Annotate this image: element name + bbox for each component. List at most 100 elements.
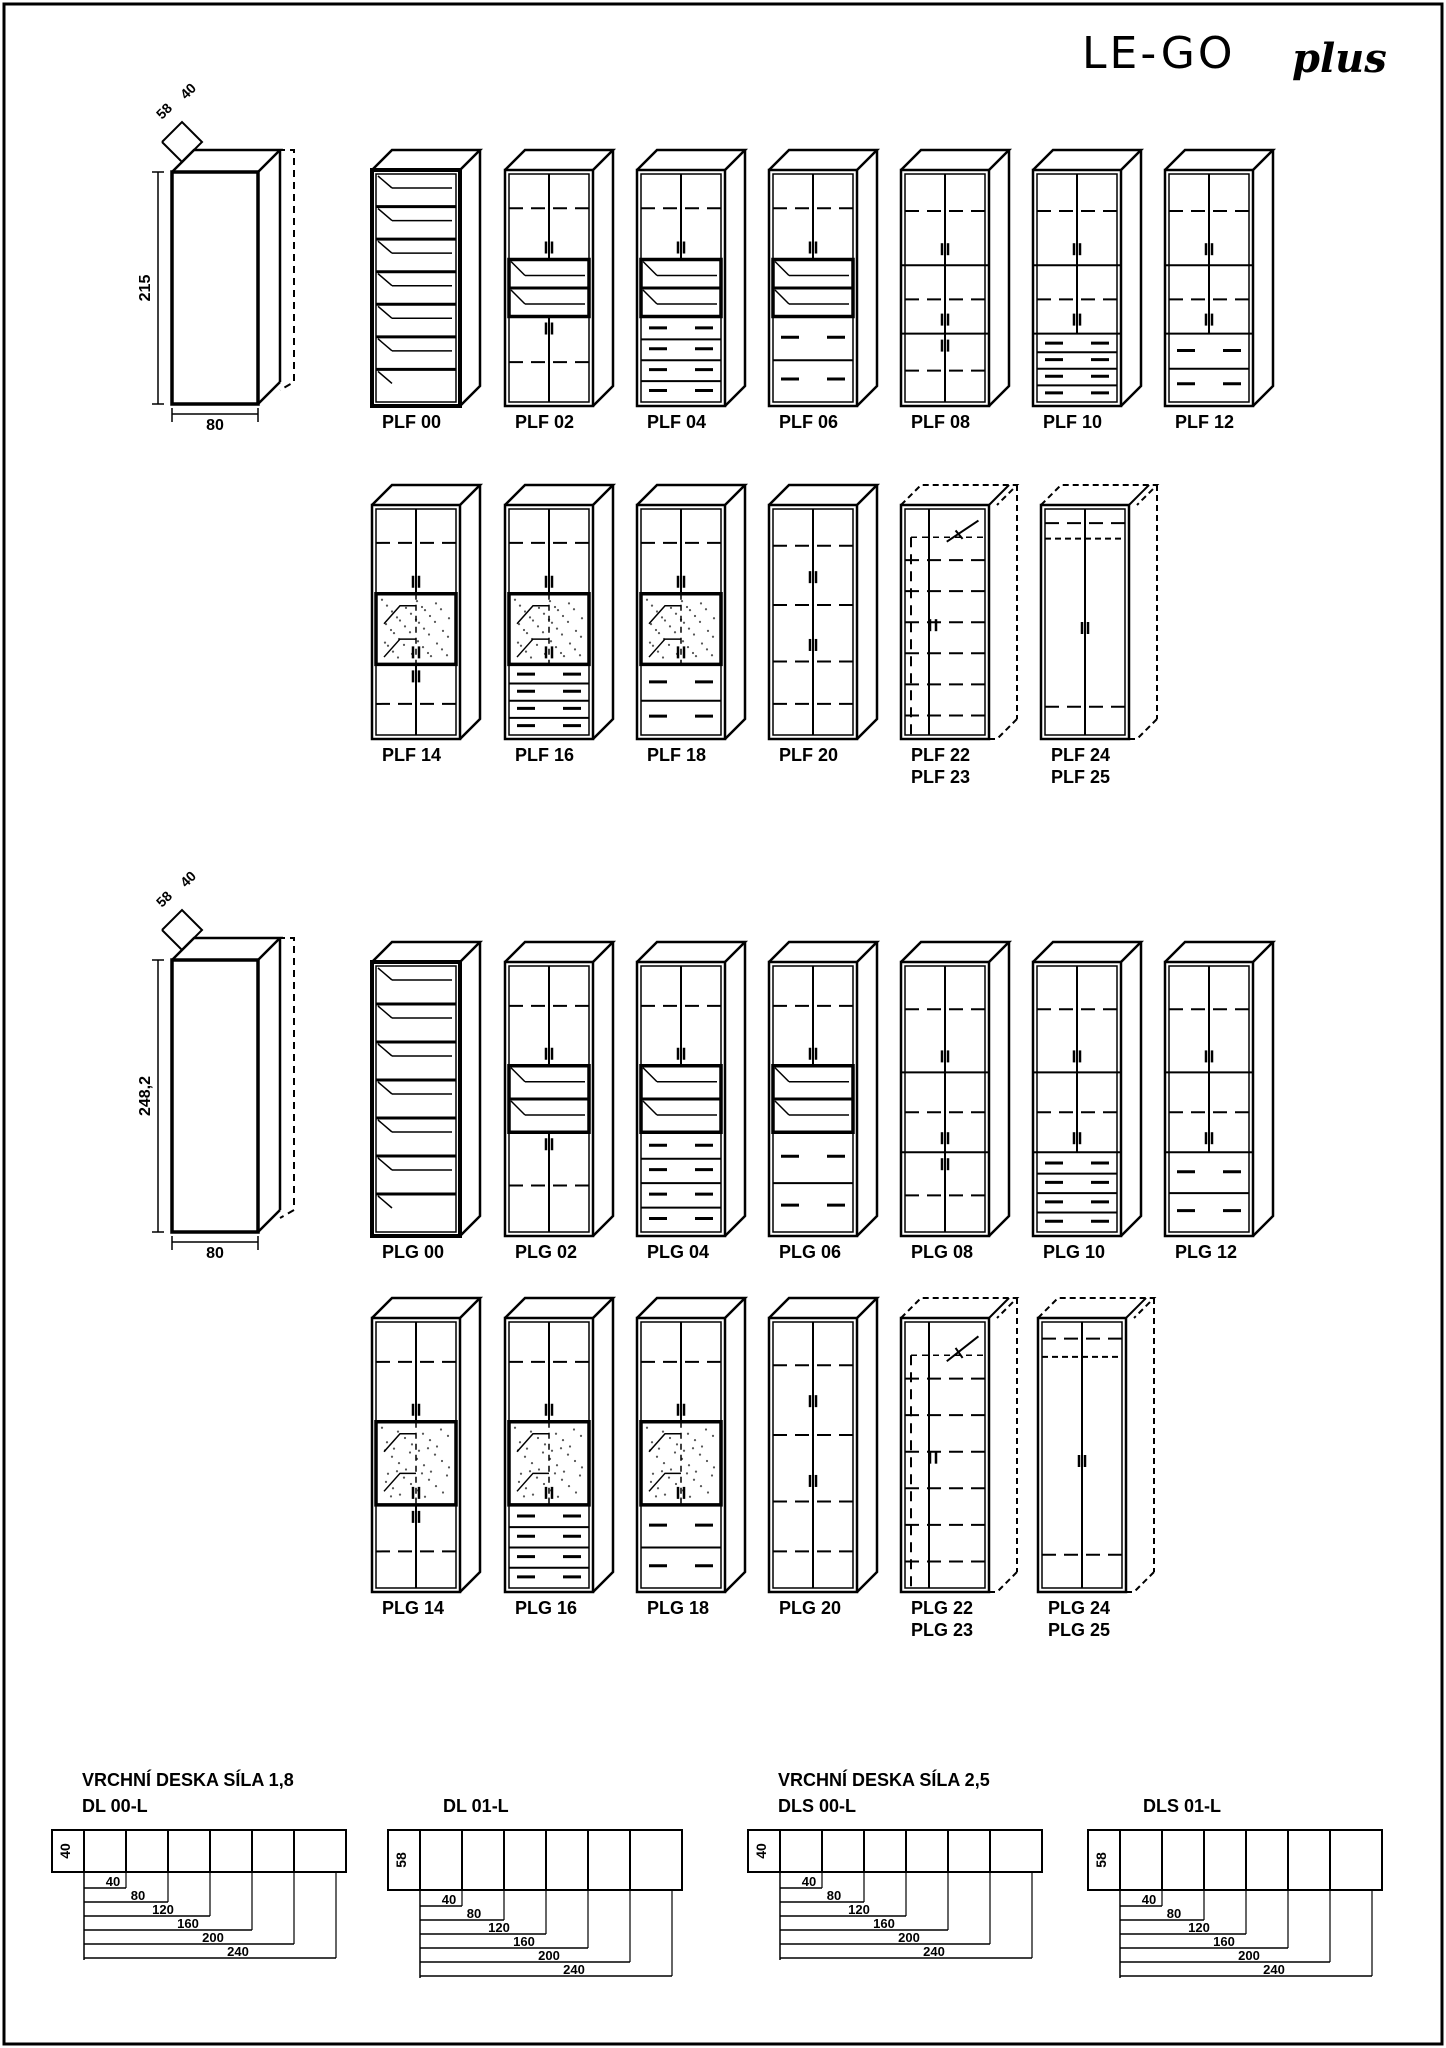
cabinet-front	[1036, 1316, 1128, 1594]
depth-value: 40	[177, 80, 199, 102]
glass-texture	[420, 1472, 424, 1475]
glass-texture	[654, 1495, 658, 1498]
glass-texture	[645, 598, 649, 601]
glass-texture	[655, 610, 659, 613]
glass-texture	[404, 606, 408, 609]
cabinet-plf-14: PLF 14	[370, 483, 484, 765]
cabinet-plg-14: PLG 14	[370, 1296, 484, 1618]
cabinet-front	[635, 168, 727, 408]
glass-texture	[429, 655, 433, 658]
glass-texture	[417, 1449, 421, 1452]
board-width-value: 200	[898, 1930, 920, 1945]
board-code: DL 00-L	[82, 1796, 148, 1816]
glass-texture	[550, 621, 554, 624]
model-code: PLF 12	[1175, 412, 1234, 432]
glass-texture	[667, 643, 671, 646]
glass-texture	[408, 1451, 412, 1454]
board-outline	[779, 1829, 1043, 1873]
board-width-value: 200	[202, 1930, 224, 1945]
inner-edge	[510, 1067, 526, 1083]
cabinet-plf-04: PLF 04	[635, 148, 749, 432]
glass-texture	[380, 1426, 384, 1429]
glass-texture	[688, 609, 692, 612]
model-code: PLG 20	[779, 1598, 841, 1618]
board-depth: 58	[1093, 1852, 1109, 1868]
cabinet-plf-08: PLF 08	[899, 148, 1013, 432]
board-width-value: 80	[1167, 1906, 1181, 1921]
glass-texture	[674, 612, 678, 615]
board-width-value: 200	[1238, 1948, 1260, 1963]
cabinet-side	[459, 1298, 482, 1593]
cabinet-plg-20: PLG 20	[767, 1296, 881, 1618]
glass-texture	[440, 648, 444, 651]
glass-texture	[541, 1451, 545, 1454]
glass-texture	[555, 627, 559, 630]
glass-reflection	[648, 1472, 681, 1492]
glass-texture	[710, 654, 714, 657]
glass-reflection	[648, 1433, 681, 1453]
glass-texture	[660, 1470, 664, 1473]
glass-texture	[669, 606, 673, 609]
cabinet-plg-12: PLG 12	[1163, 940, 1277, 1262]
glass-texture	[422, 1464, 426, 1467]
glass-texture	[698, 620, 702, 623]
glass-texture	[704, 1428, 708, 1431]
glass-texture	[429, 1470, 433, 1473]
glass-texture	[386, 1472, 390, 1475]
inner-edge	[774, 289, 790, 305]
shelf-depth	[377, 273, 393, 287]
optional-depth	[194, 937, 295, 1219]
cabinet-side	[856, 942, 879, 1237]
glass-reflection	[516, 1433, 549, 1453]
glass-texture	[402, 1476, 406, 1479]
shelf-depth	[377, 370, 393, 384]
cabinet-plf-20: PLF 20	[767, 483, 881, 765]
glass-texture	[421, 1432, 425, 1435]
glass-texture	[660, 616, 664, 619]
glass-texture	[395, 1470, 399, 1473]
glass-texture	[663, 1493, 667, 1496]
glass-texture	[537, 1468, 541, 1471]
glass-texture	[559, 1447, 563, 1450]
glass-texture	[519, 1472, 523, 1475]
glass-texture	[518, 1441, 522, 1444]
glass-texture	[693, 614, 697, 618]
glass-texture	[673, 631, 677, 634]
glass-texture	[410, 1443, 414, 1446]
cabinet-front	[370, 503, 462, 741]
shelf-depth	[377, 208, 393, 222]
glass-texture	[396, 1430, 400, 1433]
glass-texture	[403, 1436, 407, 1440]
glass-texture	[447, 1466, 451, 1469]
board-width-value: 200	[538, 1948, 560, 1963]
glass-texture	[524, 1487, 528, 1490]
glass-texture	[542, 1482, 546, 1486]
glass-texture	[435, 1445, 439, 1448]
glass-texture	[685, 605, 689, 609]
cabinet-top	[371, 1296, 484, 1319]
cabinet-side	[996, 1571, 1018, 1593]
glass-texture	[657, 632, 661, 635]
board-width-value: 40	[106, 1874, 120, 1889]
glass-texture	[712, 617, 716, 620]
glass-texture	[572, 1428, 576, 1431]
glass-texture	[530, 1462, 534, 1465]
inner-edge	[642, 1067, 658, 1083]
glass-texture	[688, 1495, 692, 1498]
board-width-value: 40	[802, 1874, 816, 1889]
glass-texture	[390, 1455, 394, 1458]
model-code: PLG 22	[911, 1598, 973, 1618]
glass-texture	[398, 1493, 402, 1496]
inner-edge	[510, 260, 526, 277]
cabinet-front	[170, 170, 260, 406]
glass-texture	[529, 1430, 533, 1433]
cabinet-top	[371, 148, 484, 171]
glass-texture	[700, 1445, 704, 1448]
board-width-value: 160	[177, 1916, 199, 1931]
glass-texture	[398, 619, 402, 622]
glass-texture	[706, 1491, 710, 1494]
model-code: PLF 08	[911, 412, 970, 432]
cabinet-top-edge	[1128, 484, 1150, 506]
